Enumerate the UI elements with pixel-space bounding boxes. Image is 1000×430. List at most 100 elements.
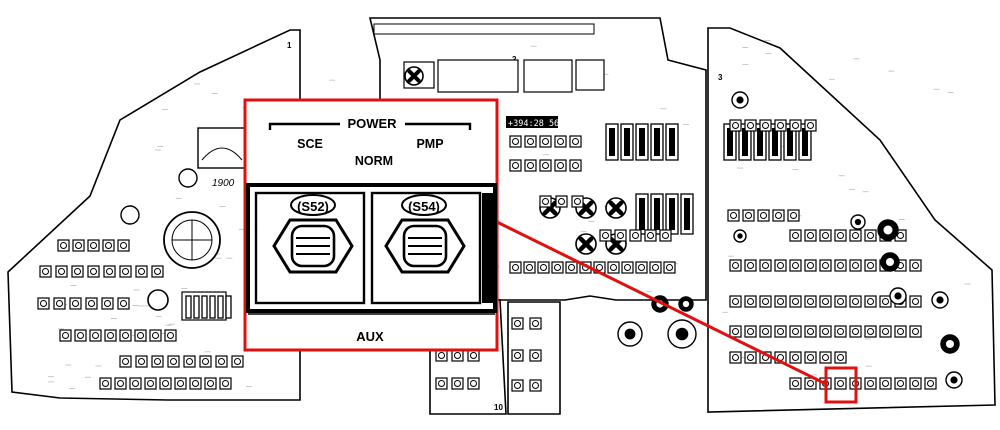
- meter-icon: [217, 295, 224, 319]
- toggle-switch-icon: [151, 265, 164, 278]
- toggle-switch-icon: [834, 351, 847, 364]
- meter-icon: [635, 123, 649, 161]
- toggle-switch-icon: [524, 135, 537, 148]
- round-gauge-icon: [945, 371, 963, 389]
- toggle-switch-icon: [537, 261, 550, 274]
- toggle-switch-icon: [819, 325, 832, 338]
- toggle-switch-icon: [804, 351, 817, 364]
- toggle-switch-icon: [539, 195, 552, 208]
- toggle-switch-icon: [74, 329, 87, 342]
- power-switch-s54[interactable]: (S54): [384, 194, 466, 274]
- toggle-switch-icon: [894, 325, 907, 338]
- toggle-switch-icon: [509, 159, 522, 172]
- toggle-switch-icon: [804, 325, 817, 338]
- toggle-switch-icon: [614, 229, 627, 242]
- fan-icon: [404, 66, 424, 86]
- toggle-switch-icon: [744, 351, 757, 364]
- round-gauge-icon: [678, 296, 694, 312]
- toggle-switch-icon: [834, 229, 847, 242]
- magnified-inset: POWER SCE NORM PMP (S52) (S54): [243, 98, 499, 352]
- toggle-switch-icon: [451, 349, 464, 362]
- toggle-switch-icon: [834, 259, 847, 272]
- toggle-switch-icon: [119, 355, 132, 368]
- toggle-switch-icon: [759, 119, 772, 132]
- toggle-switch-icon: [744, 119, 757, 132]
- toggle-switch-icon: [787, 209, 800, 222]
- gauge-icon: [147, 289, 169, 311]
- round-gauge-icon: [617, 321, 643, 347]
- toggle-switch-icon: [759, 259, 772, 272]
- toggle-switch-icon: [924, 377, 937, 390]
- toggle-switch-icon: [571, 195, 584, 208]
- toggle-switch-icon: [774, 119, 787, 132]
- toggle-switch-icon: [909, 259, 922, 272]
- toggle-switch-icon: [467, 377, 480, 390]
- toggle-switch-icon: [804, 229, 817, 242]
- toggle-switch-icon: [435, 377, 448, 390]
- toggle-switch-icon: [167, 355, 180, 368]
- toggle-switch-icon: [89, 329, 102, 342]
- inset-sce-label: SCE: [297, 137, 323, 151]
- highlight-box: [824, 366, 858, 404]
- toggle-switch-icon: [789, 325, 802, 338]
- toggle-switch-icon: [101, 297, 114, 310]
- toggle-switch-icon: [435, 349, 448, 362]
- meter-icon: [650, 123, 664, 161]
- toggle-switch-icon: [524, 159, 537, 172]
- toggle-switch-icon: [117, 239, 130, 252]
- toggle-switch-icon: [103, 265, 116, 278]
- toggle-switch-icon: [772, 209, 785, 222]
- toggle-switch-icon: [729, 295, 742, 308]
- toggle-switch-icon: [183, 355, 196, 368]
- toggle-switch-icon: [804, 295, 817, 308]
- toggle-switch-icon: [569, 135, 582, 148]
- toggle-switch-icon: [117, 297, 130, 310]
- toggle-switch-icon: [819, 295, 832, 308]
- toggle-switch-icon: [114, 377, 127, 390]
- toggle-switch-icon: [451, 377, 464, 390]
- toggle-switch-icon: [757, 209, 770, 222]
- center-top-instruments: [373, 23, 605, 93]
- toggle-switch-icon: [554, 159, 567, 172]
- toggle-switch-icon: [511, 349, 524, 362]
- toggle-switch-icon: [102, 239, 115, 252]
- panel-number-1: 1: [287, 41, 292, 50]
- toggle-switch-icon: [144, 377, 157, 390]
- toggle-switch-icon: [59, 329, 72, 342]
- round-gauge-icon: [889, 287, 907, 305]
- toggle-switch-icon: [729, 325, 742, 338]
- toggle-switch-icon: [565, 261, 578, 274]
- toggle-switch-icon: [909, 377, 922, 390]
- switch-s54-id: (S54): [408, 199, 440, 214]
- toggle-switch-icon: [909, 295, 922, 308]
- meter-icon: [209, 295, 216, 319]
- toggle-switch-icon: [135, 355, 148, 368]
- toggle-switch-icon: [727, 209, 740, 222]
- power-switch-s52[interactable]: (S52): [272, 194, 354, 274]
- toggle-switch-icon: [834, 325, 847, 338]
- toggle-switch-icon: [774, 325, 787, 338]
- toggle-switch-icon: [629, 229, 642, 242]
- toggle-switch-icon: [819, 229, 832, 242]
- toggle-switch-icon: [849, 325, 862, 338]
- toggle-switch-icon: [834, 295, 847, 308]
- toggle-switch-icon: [663, 261, 676, 274]
- toggle-switch-icon: [119, 329, 132, 342]
- meter-icon: [193, 295, 200, 319]
- toggle-switch-icon: [511, 317, 524, 330]
- toggle-switch-icon: [529, 317, 542, 330]
- toggle-switch-icon: [849, 259, 862, 272]
- toggle-switch-icon: [744, 295, 757, 308]
- toggle-switch-icon: [231, 355, 244, 368]
- toggle-switch-icon: [607, 261, 620, 274]
- toggle-switch-icon: [85, 297, 98, 310]
- toggle-switch-icon: [849, 295, 862, 308]
- toggle-switch-icon: [149, 329, 162, 342]
- gauge-icon: [120, 205, 140, 225]
- fan-icon: [575, 233, 597, 255]
- round-gauge-icon: [667, 319, 697, 349]
- toggle-switch-icon: [864, 229, 877, 242]
- toggle-switch-icon: [649, 261, 662, 274]
- toggle-switch-icon: [53, 297, 66, 310]
